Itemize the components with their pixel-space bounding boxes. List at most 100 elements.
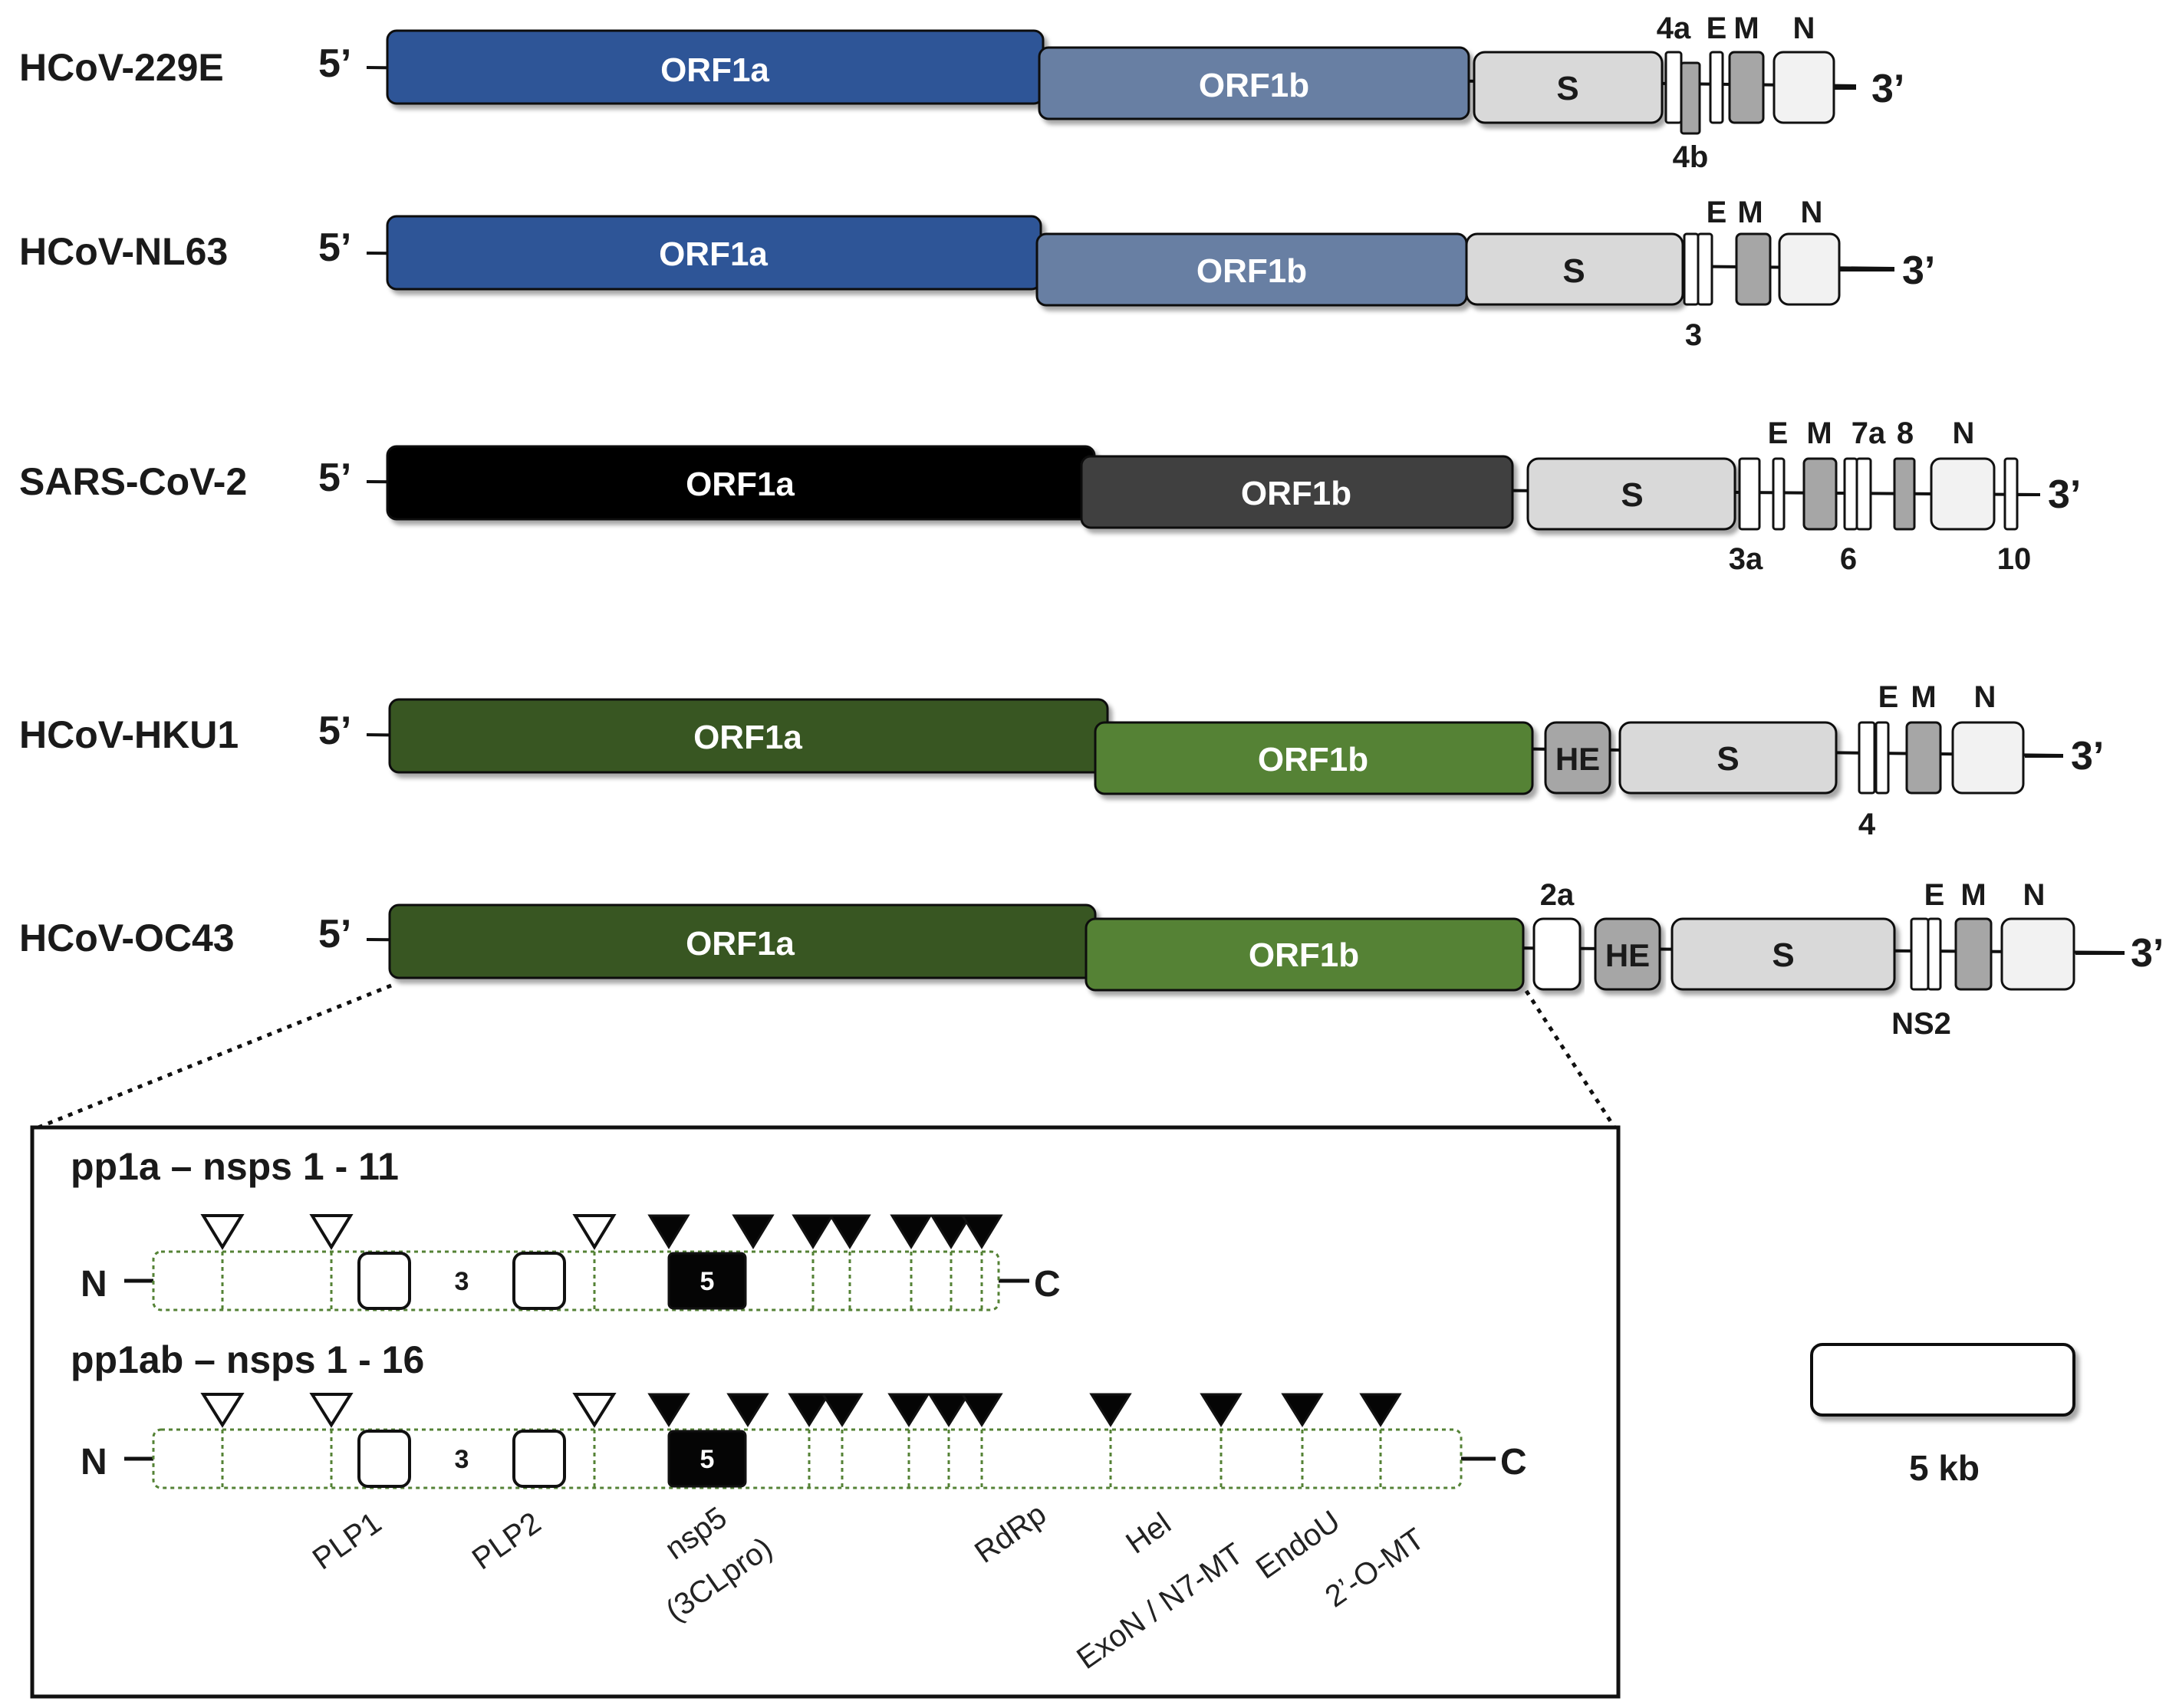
orf1b-box xyxy=(1094,721,1534,795)
s-gene-box xyxy=(1670,917,1896,991)
pp1a-polyprotein: N C 3 5 xyxy=(81,1214,1061,1311)
n-gene-box xyxy=(1951,721,2025,795)
3clpro-cleavage-site xyxy=(821,1393,864,1427)
label-e: E xyxy=(1768,416,1789,450)
3clpro-cleavage-site xyxy=(828,1214,871,1249)
five-prime-label: 5’ xyxy=(318,456,351,500)
m-gene-box xyxy=(1802,457,1838,531)
label-n: N xyxy=(2023,878,2046,912)
n-terminus-label: N xyxy=(81,1264,107,1305)
five-prime-label: 5’ xyxy=(318,709,351,753)
s-gene-box xyxy=(1473,51,1664,124)
polyprotein-inset: pp1a – nsps 1 - 11 pp1ab – nsps 1 - 16 N… xyxy=(30,1125,1621,1699)
gene-4a-box xyxy=(1664,51,1683,124)
orf1a-label: ORF1a xyxy=(660,51,769,89)
he-gene-box xyxy=(1594,917,1661,991)
gene-4-box xyxy=(1858,721,1876,795)
gene-4b-box xyxy=(1680,61,1701,135)
label-m: M xyxy=(1733,12,1759,45)
scale-bar: 5 kb xyxy=(1810,1343,2075,1488)
genome-hku1: HCoV-HKU1 5’ ORF1a ORF1b HE S 3’ E M N 4 xyxy=(19,680,2104,841)
five-prime-label: 5’ xyxy=(318,912,351,956)
ns2-gene-box xyxy=(1910,917,1930,991)
zoom-connector-right xyxy=(1524,989,1617,1129)
3clpro-cleavage-site xyxy=(887,1393,930,1427)
gene-7a-box xyxy=(1855,457,1872,531)
virus-name: HCoV-NL63 xyxy=(19,230,228,273)
genome-229e: HCoV-229E 5’ ORF1a ORF1b S 3’ 4a E M N 4… xyxy=(19,12,1904,174)
plp1-domain xyxy=(357,1252,411,1310)
virus-name: HCoV-HKU1 xyxy=(19,713,239,756)
3clpro-cleavage-site xyxy=(647,1393,690,1427)
label-m: M xyxy=(1960,878,1986,912)
3clpro-cleavage-site xyxy=(960,1214,1003,1249)
e-gene-box xyxy=(1927,917,1942,991)
three-prime-label: 3’ xyxy=(1902,248,1935,293)
label-m: M xyxy=(1806,416,1832,450)
3clpro-cleavage-site xyxy=(930,1214,973,1249)
gene-3-box xyxy=(1683,232,1700,306)
3clpro-cleavage-site xyxy=(890,1214,933,1249)
genome-oc43: HCoV-OC43 5’ ORF1a ORF1b HE S 3’ 2a E M … xyxy=(19,878,2164,1041)
e-gene-box xyxy=(1709,51,1724,124)
he-gene-label: HE xyxy=(1605,937,1650,973)
plpro-cleavage-site xyxy=(309,1214,354,1250)
label-ns2: NS2 xyxy=(1891,1007,1951,1041)
3clpro-cleavage-site xyxy=(1359,1393,1402,1427)
3clpro-cleavage-site xyxy=(647,1214,690,1249)
label-4a: 4a xyxy=(1657,12,1691,45)
plpro-cleavage-site xyxy=(309,1393,354,1428)
e-gene-box xyxy=(1772,457,1786,531)
three-prime-label: 3’ xyxy=(2071,734,2104,778)
gene-6-box xyxy=(1843,457,1858,531)
n-gene-box xyxy=(1930,457,1996,531)
s-gene-box xyxy=(1526,457,1736,531)
label-3: 3 xyxy=(1685,318,1702,352)
s-gene-label: S xyxy=(1562,252,1585,290)
nsp5-label: 5 xyxy=(700,1267,715,1296)
genome-sars-cov-2: SARS-CoV-2 5’ ORF1a ORF1b S 3’ E M 7a 8 … xyxy=(19,416,2081,576)
three-prime-label: 3’ xyxy=(1871,67,1904,111)
virus-name: HCoV-OC43 xyxy=(19,917,235,959)
e-gene-box xyxy=(1697,232,1713,306)
3clpro-cleavage-site xyxy=(732,1214,775,1249)
label-4b: 4b xyxy=(1673,140,1709,174)
s-gene-label: S xyxy=(1621,476,1643,514)
s-gene-label: S xyxy=(1717,740,1739,778)
gene-3a-box xyxy=(1738,457,1761,531)
orf1b-label: ORF1b xyxy=(1258,741,1368,778)
orf1b-label: ORF1b xyxy=(1241,475,1351,512)
orf1b-label: ORF1b xyxy=(1199,67,1309,104)
label-n: N xyxy=(1801,196,1823,229)
3clpro-cleavage-site xyxy=(1200,1393,1243,1427)
e-gene-box xyxy=(1875,721,1890,795)
five-prime-label: 5’ xyxy=(318,41,351,86)
label-e: E xyxy=(1707,12,1727,45)
orf1b-box xyxy=(1080,455,1514,529)
pp1ab-title: pp1ab – nsps 1 - 16 xyxy=(71,1338,424,1381)
gene-2a-box xyxy=(1532,917,1582,991)
orf1a-label: ORF1a xyxy=(659,235,768,273)
scale-bar-box xyxy=(1810,1343,2075,1417)
pp1a-title: pp1a – nsps 1 - 11 xyxy=(71,1145,399,1188)
five-prime-label: 5’ xyxy=(318,225,351,270)
label-m: M xyxy=(1911,680,1936,714)
three-prime-label: 3’ xyxy=(2131,931,2164,976)
orf1b-label: ORF1b xyxy=(1196,252,1307,290)
orf1a-label: ORF1a xyxy=(686,466,795,503)
label-4: 4 xyxy=(1858,808,1876,841)
scale-bar-label: 5 kb xyxy=(1909,1448,1980,1488)
s-gene-box xyxy=(1465,232,1684,306)
pp1ab-polyprotein: N C 3 5 xyxy=(81,1393,1527,1489)
label-10: 10 xyxy=(1997,542,2032,576)
s-gene-label: S xyxy=(1556,70,1578,107)
s-gene-box xyxy=(1618,721,1838,795)
3clpro-cleavage-site xyxy=(726,1393,769,1427)
nsp3-label: 3 xyxy=(455,1445,469,1474)
nsp5-label: 5 xyxy=(700,1445,715,1474)
orf1b-box xyxy=(1038,46,1470,120)
orf1a-label: ORF1a xyxy=(693,719,802,756)
genome-nl63: HCoV-NL63 5’ ORF1a ORF1b S 3’ E M N 3 xyxy=(19,196,1935,352)
label-6: 6 xyxy=(1840,542,1857,576)
